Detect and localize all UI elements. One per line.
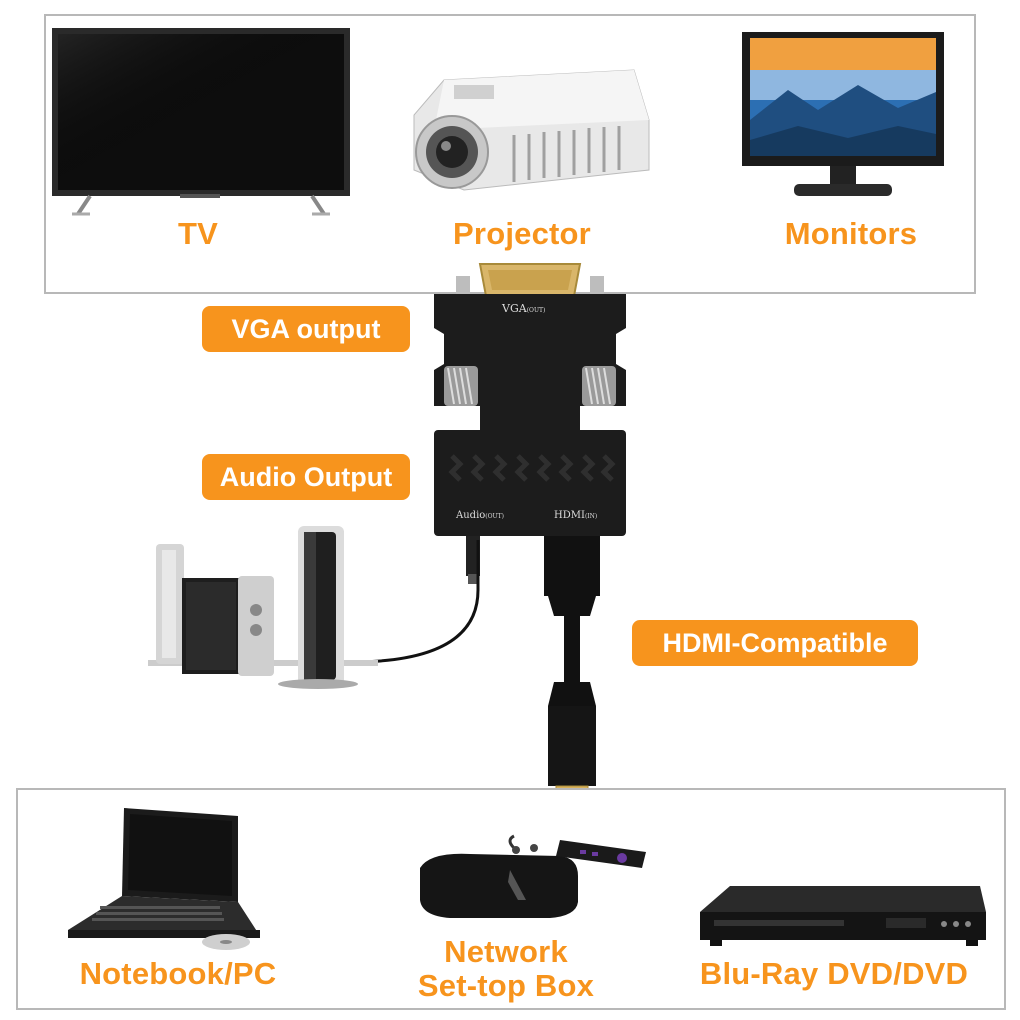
- monitor-icon: [738, 30, 948, 202]
- set-top-box-label-line2: Set-top Box: [417, 968, 595, 1003]
- monitors-label: Monitors: [784, 216, 918, 251]
- projector-icon: [404, 60, 654, 200]
- vga-output-callout: VGA output: [202, 306, 410, 352]
- projector-label: Projector: [453, 216, 591, 251]
- tv-label: TV: [177, 216, 218, 251]
- set-top-box-icon: [410, 830, 660, 930]
- tv-icon: [50, 26, 352, 218]
- notebook-label: Notebook/PC: [79, 956, 277, 991]
- audio-marking: Audio(OUT): [456, 510, 504, 521]
- hdmi-compatible-callout: HDMI-Compatible: [632, 620, 918, 666]
- hdmi-marking: HDMI(IN): [554, 510, 598, 521]
- laptop-icon: [60, 806, 270, 956]
- dvd-label: Blu-Ray DVD/DVD: [699, 956, 969, 991]
- vga-marking: VGA(OUT): [502, 302, 546, 315]
- audio-output-callout: Audio Output: [202, 454, 410, 500]
- set-top-box-label-line1: Network: [444, 934, 568, 969]
- vga-hdmi-adapter: [430, 256, 630, 816]
- dvd-player-icon: [690, 882, 990, 952]
- speakers-icon: [138, 520, 488, 690]
